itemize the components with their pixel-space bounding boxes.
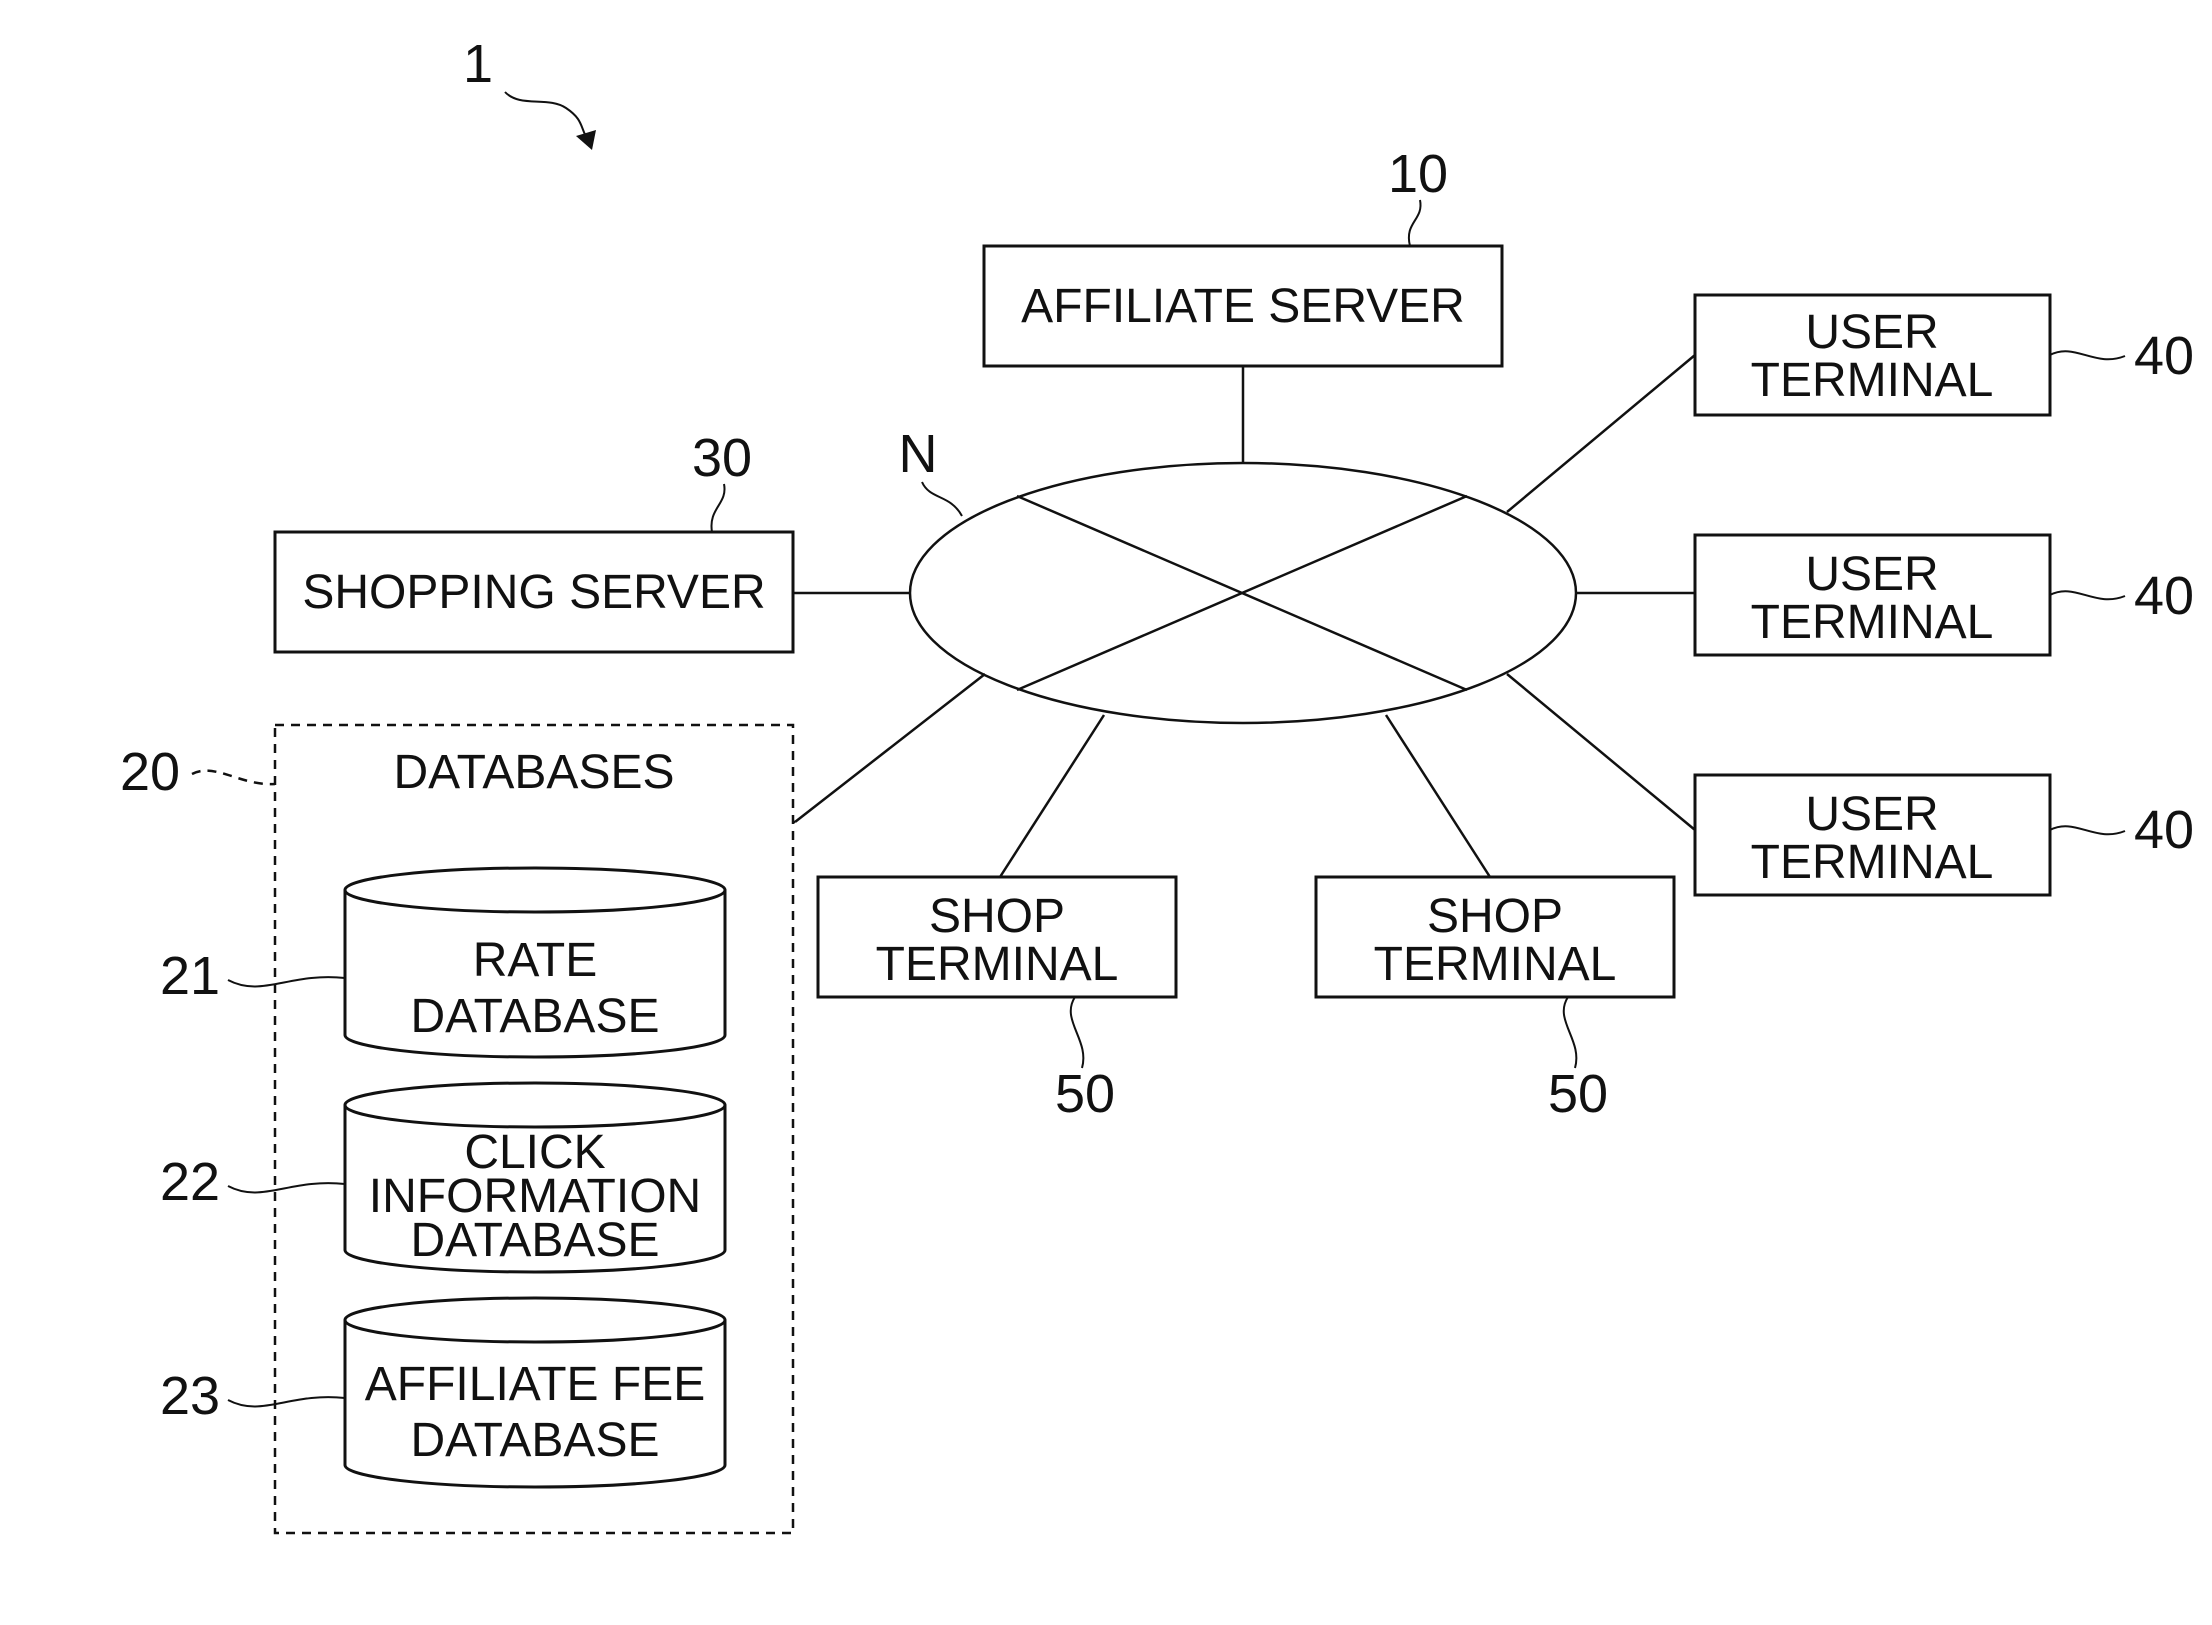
rate-database: RATE DATABASE — [345, 868, 725, 1057]
shop-terminal-ref: 50 — [1055, 1064, 1115, 1124]
databases-title: DATABASES — [394, 746, 675, 799]
user-terminal: USER TERMINAL — [1695, 775, 2050, 895]
shop-terminal-line-2: TERMINAL — [1374, 938, 1617, 991]
rate-database-leader — [228, 977, 345, 986]
affiliate-fee-database-leader — [228, 1397, 345, 1406]
shopping-server: SHOPPING SERVER — [275, 532, 793, 652]
shop-terminal: SHOP TERMINAL — [1316, 877, 1674, 997]
shop-terminal-leader — [1564, 997, 1577, 1068]
system-ref-arrowhead — [576, 130, 596, 150]
shop-terminal-line-1: SHOP — [1427, 890, 1563, 943]
user-terminal-line-2: TERMINAL — [1751, 596, 1994, 649]
click-database-ref: 22 — [160, 1152, 220, 1212]
network-ref-leader — [922, 482, 962, 516]
click-information-database: CLICK INFORMATION DATABASE — [345, 1083, 725, 1272]
user-terminal-leader — [2050, 591, 2125, 599]
affiliate-server-label: AFFILIATE SERVER — [1021, 280, 1465, 333]
user-terminal-line-1: USER — [1805, 306, 1938, 359]
user-terminal-ref: 40 — [2134, 800, 2194, 860]
user-terminal: USER TERMINAL — [1695, 295, 2050, 415]
affiliate-server-leader — [1409, 200, 1421, 246]
click-database-line-3: DATABASE — [411, 1214, 660, 1267]
affiliate-fee-database-ref: 23 — [160, 1366, 220, 1426]
system-ref-arrow — [505, 92, 588, 140]
rate-database-ref: 21 — [160, 946, 220, 1006]
user-terminal-line-2: TERMINAL — [1751, 354, 1994, 407]
shop-terminal: SHOP TERMINAL — [818, 877, 1176, 997]
shop-terminal-line-2: TERMINAL — [876, 938, 1119, 991]
databases-ref: 20 — [120, 742, 180, 802]
shopping-server-leader — [711, 484, 724, 532]
network-ref: N — [899, 424, 938, 484]
user-terminal-line-1: USER — [1805, 788, 1938, 841]
system-ref: 1 — [463, 34, 493, 94]
user-terminal-line-2: TERMINAL — [1751, 836, 1994, 889]
user-terminal: USER TERMINAL — [1695, 535, 2050, 655]
user-terminal-line-1: USER — [1805, 548, 1938, 601]
shopping-server-label: SHOPPING SERVER — [302, 566, 765, 619]
user-terminal-leader — [2050, 351, 2125, 359]
shop-terminal-leader — [1071, 997, 1084, 1068]
shopping-server-ref: 30 — [692, 428, 752, 488]
affiliate-fee-database-line-1: AFFILIATE FEE — [365, 1358, 706, 1411]
affiliate-fee-database: AFFILIATE FEE DATABASE — [345, 1298, 725, 1487]
shop-terminal-line-1: SHOP — [929, 890, 1065, 943]
click-database-leader — [228, 1183, 345, 1192]
rate-database-line-1: RATE — [473, 934, 597, 987]
rate-database-line-2: DATABASE — [411, 990, 660, 1043]
network — [910, 463, 1576, 723]
user-terminal-ref: 40 — [2134, 566, 2194, 626]
databases-leader — [192, 771, 275, 784]
affiliate-server: AFFILIATE SERVER — [984, 246, 1502, 366]
affiliate-fee-database-line-2: DATABASE — [411, 1414, 660, 1467]
shop-terminal-ref: 50 — [1548, 1064, 1608, 1124]
affiliate-server-ref: 10 — [1388, 144, 1448, 204]
user-terminal-ref: 40 — [2134, 326, 2194, 386]
user-terminal-leader — [2050, 826, 2125, 834]
